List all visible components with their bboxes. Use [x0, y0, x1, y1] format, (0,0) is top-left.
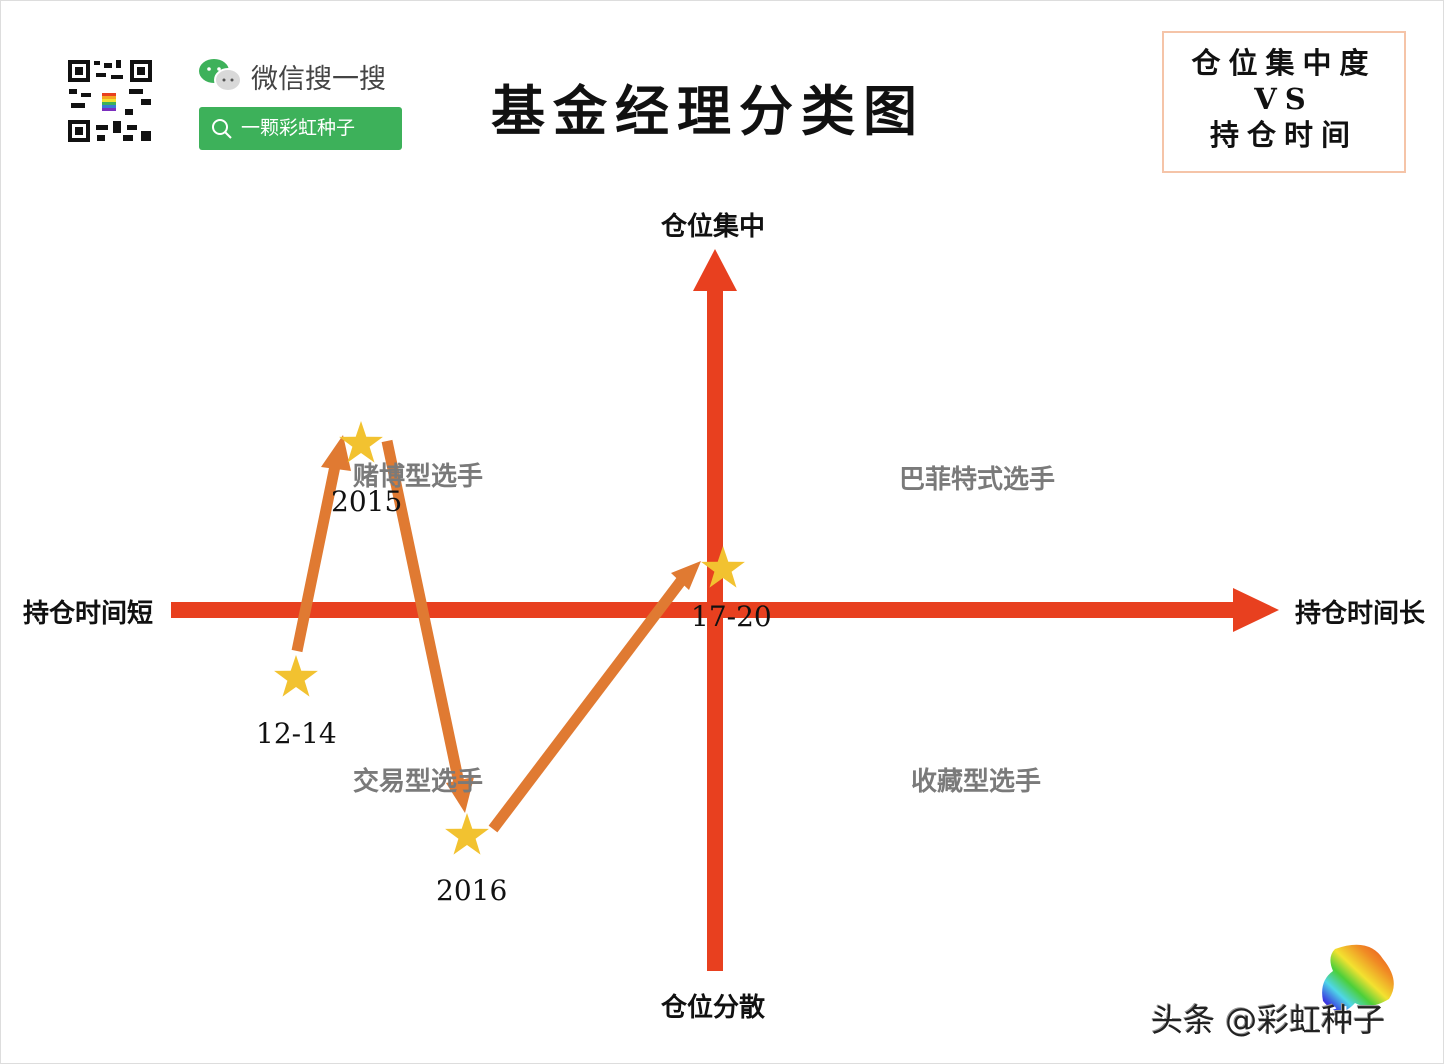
arrow-12-14-to-2015 — [291, 464, 341, 653]
quadrant-label-bottom-right: 收藏型选手 — [911, 767, 1042, 797]
rainbow-seed-logo — [1322, 944, 1394, 1012]
axis-label-left: 持仓时间短 — [23, 599, 154, 629]
wechat-search-button[interactable]: 一颗彩虹种子 — [199, 107, 402, 150]
trajectory-arrows — [291, 435, 701, 833]
quadrant-label-top-left: 赌博型选手 — [353, 462, 484, 492]
point-label-12-14: 12-14 — [256, 717, 337, 750]
legend-line: 仓位集中度 — [1191, 46, 1377, 80]
star-marker-12-14 — [274, 655, 318, 697]
point-label-17-20: 17-20 — [691, 600, 772, 633]
axis-label-top: 仓位集中 — [661, 212, 766, 242]
quadrant-label-top-right: 巴菲特式选手 — [899, 465, 1056, 495]
arrow-2015-to-2016 — [381, 439, 465, 785]
quadrant-label-bottom-left: 交易型选手 — [353, 767, 484, 797]
vertical-axis-arrow — [693, 249, 737, 971]
watermark: 头条 @彩虹种子 — [1151, 1001, 1386, 1039]
horizontal-axis-arrow — [171, 588, 1279, 632]
arrow-2016-to-17-20 — [488, 577, 686, 833]
star-marker-2015 — [339, 421, 383, 463]
axis-label-bottom: 仓位分散 — [661, 993, 766, 1023]
search-text: 一颗彩虹种子 — [241, 117, 356, 139]
wechat-icon — [199, 59, 242, 92]
legend-box: 仓位集中度 VS 持仓时间 — [1162, 31, 1406, 173]
legend-line: VS — [1254, 82, 1314, 116]
point-label-2015: 2015 — [331, 485, 403, 518]
star-marker-17-20 — [701, 546, 745, 588]
legend-line: 持仓时间 — [1209, 118, 1358, 152]
search-icon — [212, 119, 232, 139]
wechat-search-label: 微信搜一搜 — [251, 64, 386, 95]
qr-code — [67, 59, 153, 143]
axis-label-right: 持仓时间长 — [1295, 599, 1426, 629]
star-marker-2016 — [445, 813, 489, 855]
point-label-2016: 2016 — [436, 874, 508, 907]
page-title: 基金经理分类图 — [491, 79, 925, 143]
